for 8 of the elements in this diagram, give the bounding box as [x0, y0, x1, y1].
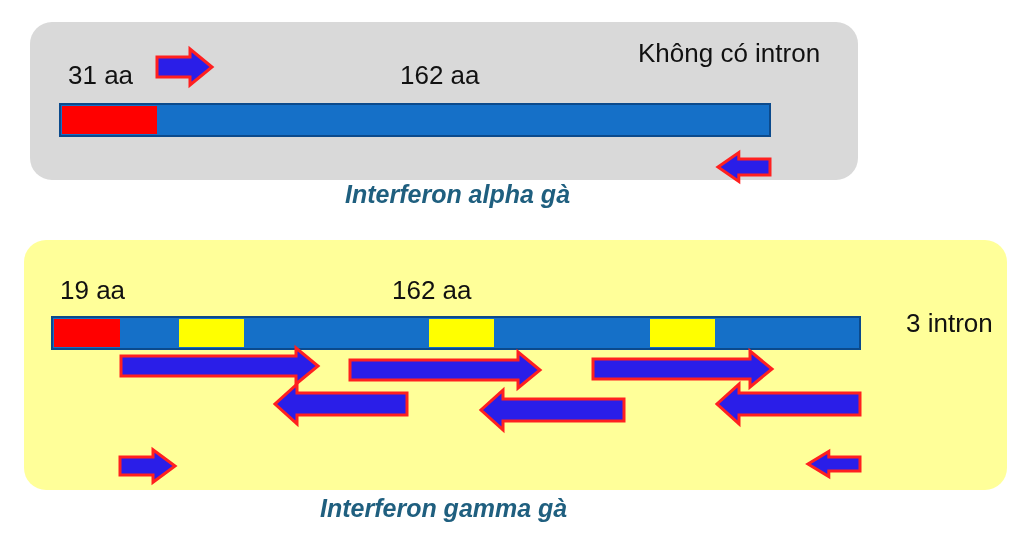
label-text: 31 aa — [68, 60, 134, 91]
label-text: 162 aa — [400, 60, 480, 91]
caption-text: Interferon alpha gà — [345, 180, 571, 209]
caption-text: Interferon gamma gà — [320, 494, 568, 523]
label-text: Không có intron — [638, 38, 821, 69]
label-text: 19 aa — [60, 275, 126, 306]
label-text: 162 aa — [392, 275, 472, 306]
label-text: 3 intron — [906, 308, 993, 339]
